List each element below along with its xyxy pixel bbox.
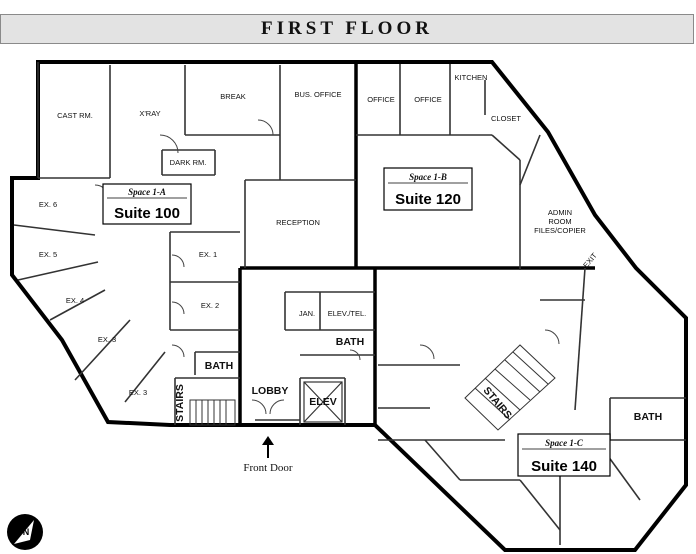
building-outline	[10, 60, 688, 552]
suite-dividers	[238, 62, 595, 425]
suite-120-box: Space 1-B Suite 120	[383, 167, 473, 211]
front-door-arrow-icon	[262, 436, 274, 458]
suite-120-label: Suite 120	[395, 191, 461, 208]
north-arrow-icon: N	[7, 514, 43, 550]
room-closet: CLOSET	[491, 114, 521, 123]
room-exit: EXIT	[581, 251, 599, 270]
floor-title-bar: FIRST FLOOR	[0, 14, 694, 44]
suite-140-box: Space 1-C Suite 140	[517, 433, 611, 477]
room-dark: DARK RM.	[170, 158, 207, 167]
room-office-2: OFFICE	[414, 95, 442, 104]
room-xray: X'RAY	[139, 109, 160, 118]
room-elev-tel: ELEV./TEL.	[328, 309, 367, 318]
room-office-1: OFFICE	[367, 95, 395, 104]
room-ex3: EX. 3	[98, 335, 116, 344]
room-lobby: LOBBY	[252, 385, 289, 397]
room-break: BREAK	[220, 92, 245, 101]
room-bath-lobby: BATH	[336, 336, 364, 348]
floor-title: FIRST FLOOR	[261, 18, 433, 39]
room-stairs-a: STAIRS	[174, 384, 186, 422]
space-1c-label: Space 1-C	[545, 438, 584, 448]
room-admin-3: FILES/COPIER	[534, 226, 586, 235]
room-bath-a: BATH	[205, 360, 233, 372]
room-jan: JAN.	[299, 309, 315, 318]
room-ex2: EX. 2	[201, 301, 219, 310]
room-cast: CAST RM.	[57, 111, 93, 120]
room-elev: ELEV	[309, 396, 336, 408]
space-1a-label: Space 1-A	[128, 187, 166, 197]
suite-140-label: Suite 140	[531, 458, 597, 475]
suite-100-label: Suite 100	[114, 205, 180, 222]
room-bus-office: BUS. OFFICE	[294, 90, 341, 99]
room-ex6: EX. 6	[39, 200, 57, 209]
elevator-graphic	[303, 381, 343, 423]
room-admin-1: ADMIN	[548, 208, 572, 217]
stairs-c-graphic	[464, 344, 556, 431]
room-ex5: EX. 5	[39, 250, 57, 259]
stairs-a-graphic	[189, 399, 236, 426]
room-stairs-c: STAIRS	[481, 385, 514, 422]
suite-100-box: Space 1-A Suite 100	[102, 183, 192, 225]
room-ex4: EX. 4	[66, 296, 84, 305]
space-1b-label: Space 1-B	[409, 172, 447, 182]
room-labels: CAST RM. X'RAY BREAK BUS. OFFICE DARK RM…	[39, 73, 662, 423]
interior-walls	[13, 62, 686, 545]
room-ex3b: EX. 3	[129, 388, 147, 397]
room-ex1: EX. 1	[199, 250, 217, 259]
room-bath-c: BATH	[634, 411, 662, 423]
room-kitchen: KITCHEN	[455, 73, 488, 82]
room-reception: RECEPTION	[276, 218, 320, 227]
svg-text:N: N	[23, 527, 30, 537]
front-door-label: Front Door	[243, 462, 293, 474]
room-admin-2: ROOM	[548, 217, 571, 226]
